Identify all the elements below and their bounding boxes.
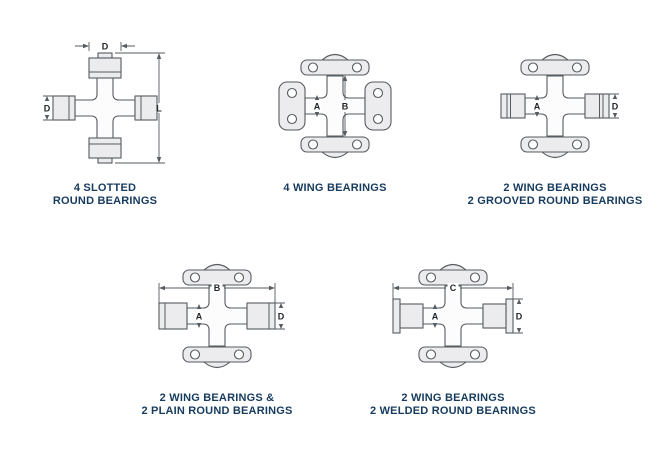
dimension-bearing-diameter: D — [513, 298, 523, 334]
dimension-cup-diameter: A — [532, 95, 542, 117]
slotted-bearing-top — [88, 52, 122, 79]
dim-label-cup-diameter: A — [314, 101, 321, 111]
wing-welded-joint-drawing: C A D — [392, 263, 523, 369]
caption-line-2: 2 PLAIN ROUND BEARINGS — [141, 405, 293, 417]
dim-label-bearing-diameter: D — [612, 101, 619, 111]
wing-bearing-bottom — [520, 136, 590, 159]
dimension-bearing-diameter: D — [43, 95, 53, 121]
cross-body — [524, 75, 586, 137]
dim-label-bearing-diameter: D — [516, 311, 523, 321]
diagram-caption: 2 WING BEARINGS & 2 PLAIN ROUND BEARINGS — [112, 392, 322, 418]
dimension-between-wings: B — [340, 75, 350, 137]
dim-label-cap-width: D — [102, 42, 109, 52]
dimension-overall-width: C — [392, 283, 514, 299]
diagram-caption: 2 WING BEARINGS 2 GROOVED ROUND BEARINGS — [452, 182, 658, 208]
dimension-cap-width: D — [75, 42, 135, 52]
grooved-bearing-right — [584, 93, 610, 119]
wing-bearing-top — [418, 263, 488, 286]
wing-bearing-top — [520, 53, 590, 76]
dim-label-bearing-diameter: D — [278, 311, 285, 321]
dimension-cup-diameter: A — [312, 95, 322, 117]
cross-body — [186, 285, 248, 347]
plain-bearing-right — [246, 302, 276, 330]
caption-line-1: 4 SLOTTED — [73, 182, 137, 194]
caption-line-1: 2 WING BEARINGS — [401, 392, 505, 404]
caption-line-1: 2 WING BEARINGS — [503, 182, 607, 194]
welded-bearing-right — [482, 298, 514, 334]
diagram-2-wing-2-grooved-round-bearings: A D 2 WING BEARINGS 2 GROOVED ROUND BEAR… — [452, 26, 658, 208]
caption-line-2: 2 GROOVED ROUND BEARINGS — [467, 195, 643, 207]
diagram-2-wing-2-welded-round-bearings: C A D 2 WING BEARINGS 2 WELDED ROUND BEA — [348, 236, 558, 418]
diagram-4-wing-bearings: A B 4 WING BEARINGS — [250, 26, 420, 195]
wing-plain-joint-drawing: B A D — [158, 263, 285, 369]
wing-bearing-top — [182, 263, 252, 286]
cross-body — [74, 77, 136, 139]
diagram-4-slotted-round-bearings: D D L 4 SLOTTED ROUND BEARING — [20, 26, 190, 208]
dim-label-cup-diameter: A — [534, 101, 541, 111]
grooved-bearing-left — [500, 93, 526, 119]
cross-body — [422, 285, 484, 347]
diagram-caption: 2 WING BEARINGS 2 WELDED ROUND BEARINGS — [348, 392, 558, 418]
dim-label-overall-width: C — [450, 283, 457, 293]
dim-label-overall-length: L — [156, 103, 162, 113]
dimension-overall-width: B — [158, 283, 276, 303]
slotted-bearing-bottom — [88, 137, 122, 164]
diagram-caption: 4 WING BEARINGS — [250, 182, 420, 195]
wing-grooved-joint-drawing: A D — [500, 53, 619, 159]
caption-line-1: 2 WING BEARINGS & — [159, 392, 275, 404]
dim-label-bearing-diameter: D — [44, 103, 51, 113]
dim-label-overall-width: B — [214, 283, 221, 293]
wing-bearing-bottom — [182, 346, 252, 369]
dimension-cup-diameter: A — [430, 304, 440, 328]
dimension-cup-diameter: A — [194, 304, 204, 328]
dimension-bearing-diameter: D — [609, 93, 619, 119]
wing-bearing-top — [300, 53, 370, 76]
wing-bearing-bottom — [300, 136, 370, 159]
caption-line-2: ROUND BEARINGS — [52, 195, 158, 207]
diagram-2-wing-2-plain-round-bearings: B A D 2 WING BEARINGS & 2 PLAIN ROUND BE — [112, 236, 322, 418]
round-bearing-left — [52, 95, 76, 121]
wing-bearing-right — [364, 81, 392, 131]
dim-label-cup-diameter: A — [432, 311, 439, 321]
diagram-caption: 4 SLOTTED ROUND BEARINGS — [20, 182, 190, 208]
plain-bearing-left — [158, 302, 188, 330]
caption-line-1: 4 WING BEARINGS — [283, 182, 387, 194]
wing-bearing-left — [278, 81, 306, 131]
cross-body — [304, 75, 366, 137]
round-bearing-right — [134, 95, 158, 121]
dimension-bearing-diameter: D — [275, 302, 285, 330]
dimension-overall-length: L — [115, 52, 165, 164]
slotted-round-joint-drawing: D D L — [43, 42, 165, 164]
four-wing-joint-drawing: A B — [278, 53, 392, 159]
caption-line-2: 2 WELDED ROUND BEARINGS — [370, 405, 536, 417]
wing-bearing-bottom — [418, 346, 488, 369]
dim-label-cup-diameter: A — [196, 311, 203, 321]
dim-label-between-wings: B — [342, 101, 349, 111]
welded-bearing-left — [392, 298, 424, 334]
